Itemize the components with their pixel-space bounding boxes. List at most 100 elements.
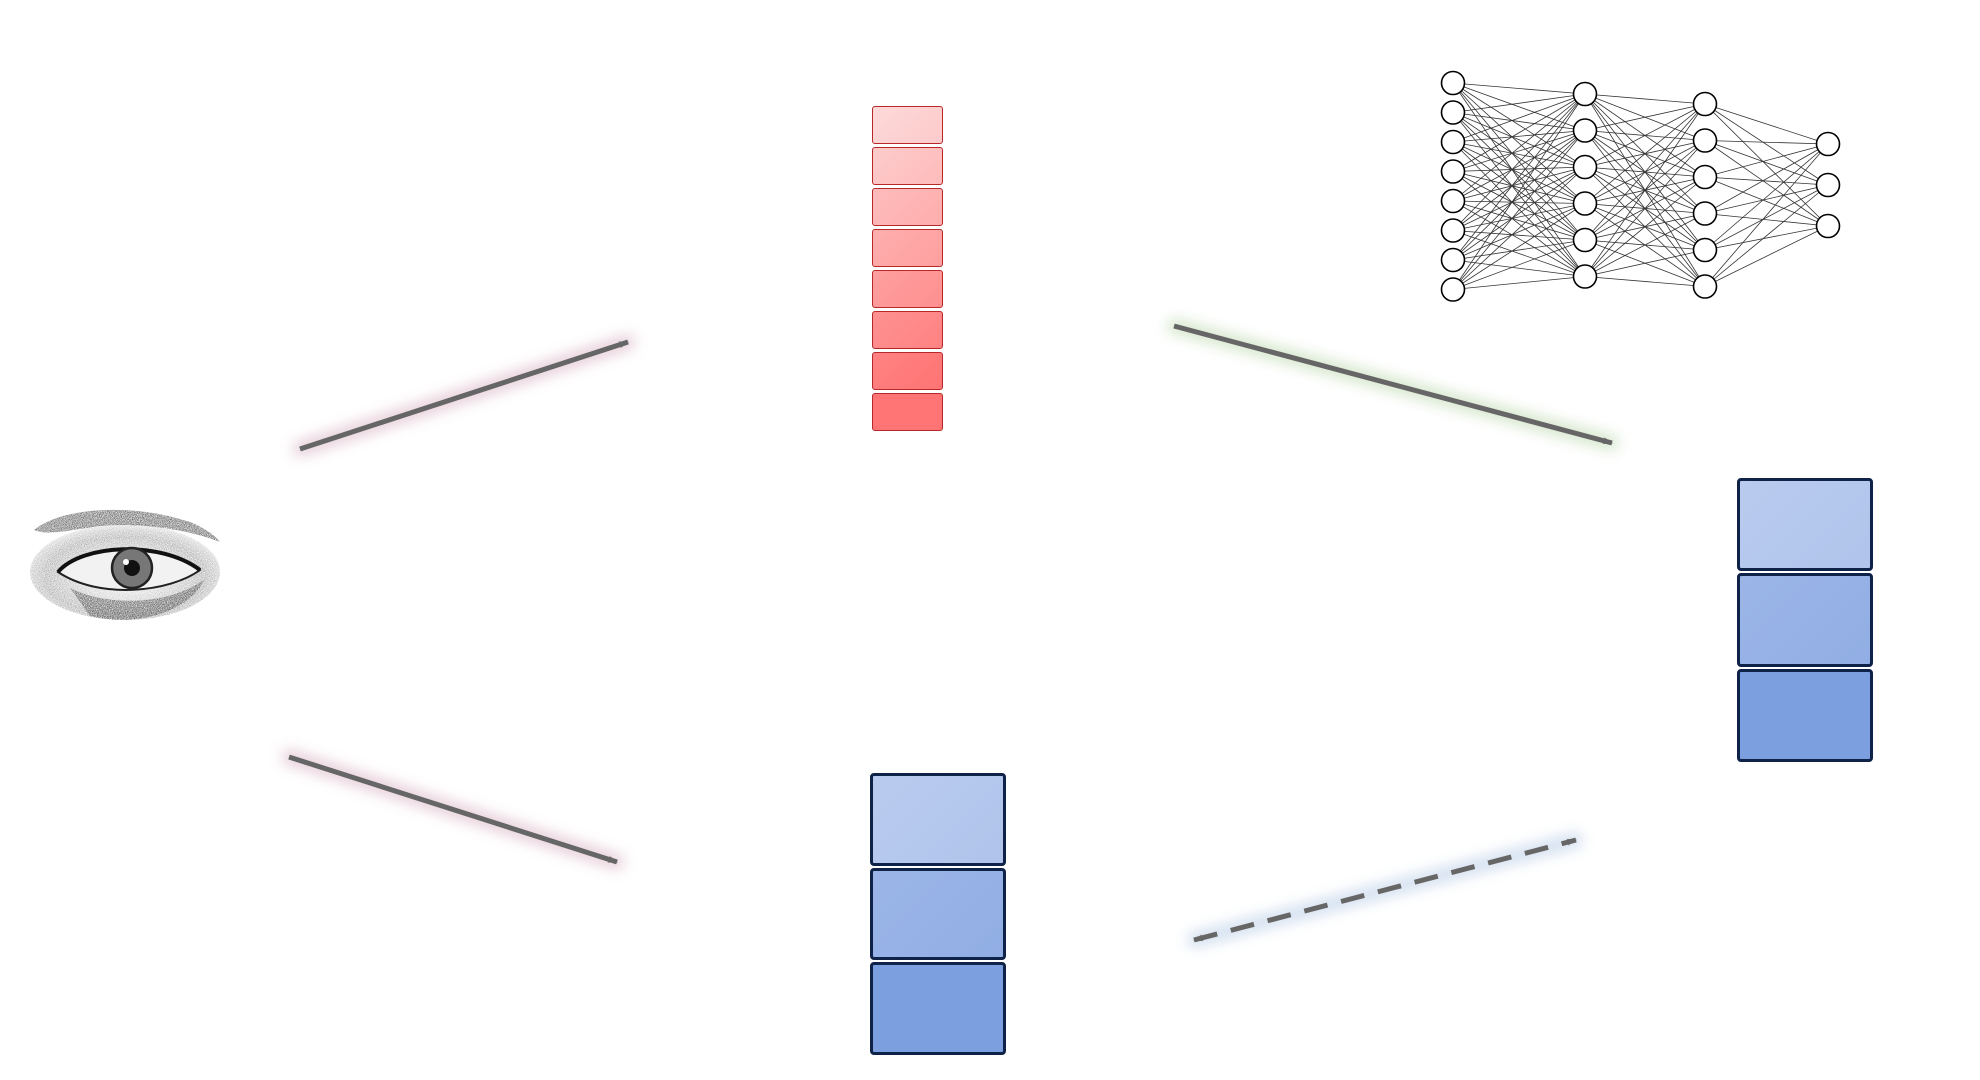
nn-edge [1452, 82, 1586, 131]
blue-stack-left-cell [870, 962, 1006, 1055]
nn-edge [1452, 203, 1586, 261]
nn-edge [1704, 143, 1829, 287]
nn-node-layer-3 [1692, 237, 1718, 263]
nn-edge [1452, 130, 1586, 261]
red-vector-cell [872, 270, 943, 308]
nn-edge [1452, 166, 1586, 202]
arrow-eye-to-blue-stack [282, 750, 624, 869]
nn-edge [1584, 213, 1706, 277]
nn-edge [1584, 103, 1706, 204]
nn-edge [1452, 82, 1586, 168]
nn-edge [1452, 141, 1586, 241]
nn-node-layer-1 [1440, 70, 1466, 96]
nn-edge [1452, 239, 1586, 261]
nn-edge [1452, 130, 1586, 290]
red-vector-cell [872, 147, 943, 185]
nn-edge [1452, 141, 1586, 204]
nn-edge [1452, 112, 1586, 131]
nn-node-layer-1 [1440, 218, 1466, 243]
nn-edge [1704, 140, 1829, 145]
nn-edge [1452, 93, 1586, 113]
nn-edge [1704, 225, 1829, 251]
nn-edge [1704, 184, 1829, 287]
nn-edge [1704, 184, 1829, 251]
nn-edge [1452, 276, 1586, 290]
nn-edge [1452, 239, 1586, 290]
nn-edge [1584, 276, 1706, 287]
nn-edge [1452, 166, 1586, 231]
nn-edge [1452, 93, 1586, 143]
nn-edge [1452, 82, 1586, 204]
nn-edge [1704, 225, 1829, 287]
nn-edge [1452, 171, 1586, 204]
nn-node-layer-2 [1572, 227, 1598, 253]
nn-edge [1452, 259, 1586, 277]
nn-edge [1584, 103, 1706, 168]
arrow-eye-to-red-vector [293, 335, 635, 456]
nn-edge [1452, 200, 1586, 204]
nn-node-layer-3 [1692, 128, 1718, 153]
nn-node-layer-1 [1440, 277, 1466, 302]
nn-edge [1452, 166, 1586, 290]
red-vector-cell [872, 352, 943, 390]
nn-edge [1452, 171, 1586, 241]
nn-node-layer-1 [1440, 129, 1466, 155]
nn-edge [1704, 176, 1829, 227]
blue-stack-left-cell [870, 773, 1006, 866]
nn-node-layer-2 [1572, 154, 1598, 180]
nn-edge [1452, 130, 1586, 172]
nn-node-layer-3 [1692, 91, 1718, 117]
nn-node-layer-1 [1440, 247, 1466, 273]
blue-stack-right-cell [1737, 668, 1873, 762]
nn-edge [1584, 140, 1706, 277]
nn-edge [1452, 166, 1586, 261]
nn-edge [1704, 103, 1829, 227]
red-vector-cell [872, 188, 943, 226]
nn-edge [1704, 143, 1829, 178]
red-feature-vector [872, 106, 944, 432]
blue-stack-left-cell [870, 867, 1006, 961]
eye-icon [30, 509, 220, 620]
red-vector-cell [872, 393, 943, 431]
nn-node-layer-1 [1440, 188, 1466, 214]
nn-edges [1452, 82, 1829, 290]
nn-node-layer-4 [1815, 131, 1841, 157]
nn-node-layer-2 [1572, 264, 1598, 289]
nn-node-layer-3 [1692, 274, 1718, 299]
nn-edge [1452, 166, 1586, 172]
arrow-blue-stacks-compare [1187, 833, 1583, 947]
nn-node-layer-2 [1572, 118, 1598, 143]
red-vector-cell [872, 311, 943, 349]
nn-edge [1704, 184, 1829, 214]
nn-edge [1452, 203, 1586, 290]
neural-network-panel [1430, 56, 1870, 336]
nn-edge [1584, 93, 1706, 105]
nn-node-layer-1 [1440, 159, 1466, 184]
nn-edge [1452, 93, 1586, 290]
nn-edge [1452, 112, 1586, 168]
nn-edge [1452, 93, 1586, 202]
blue-stack-right-cell [1737, 573, 1873, 667]
nn-edge [1452, 82, 1586, 95]
arrow-red-vector-to-blue-stack [1167, 319, 1619, 450]
nn-node-layer-4 [1815, 213, 1841, 239]
nn-edge [1452, 130, 1586, 143]
nn-edge [1704, 143, 1829, 214]
nn-edge [1452, 230, 1586, 277]
nn-edge [1452, 93, 1586, 231]
red-vector-cell [872, 106, 943, 144]
nn-edge [1704, 213, 1829, 227]
nn-node-layer-3 [1692, 164, 1718, 190]
nn-edge [1452, 130, 1586, 231]
nn-edge [1704, 103, 1829, 186]
nn-edge [1704, 143, 1829, 251]
nn-node-layer-1 [1440, 100, 1466, 125]
nn-edge [1452, 130, 1586, 202]
nn-node-layer-3 [1692, 201, 1718, 226]
nn-edge [1704, 176, 1829, 186]
nn-edge [1584, 176, 1706, 277]
nn-edge [1704, 140, 1829, 186]
nn-node-layer-4 [1815, 172, 1841, 198]
